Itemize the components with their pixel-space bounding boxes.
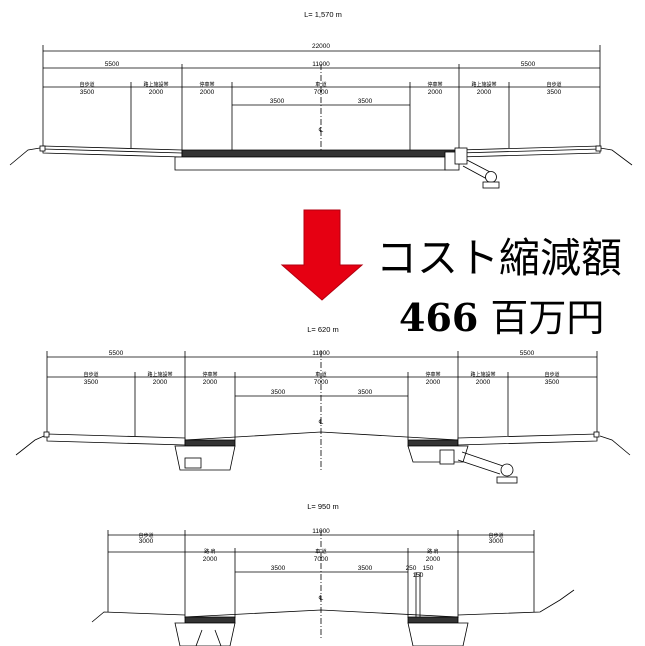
total-width-1: 22000 (312, 43, 330, 50)
label-2-2: 停車帯 (202, 371, 217, 378)
label-1-5: 路上施設帯 (471, 81, 496, 88)
value-1-4: 2000 (428, 89, 443, 96)
value-1-2: 2000 (200, 89, 215, 96)
label-1-1: 路上施設帯 (143, 81, 168, 88)
value-1-3: 7000 (314, 89, 329, 96)
value-2-4: 2000 (426, 379, 441, 386)
value-3-1: 2000 (203, 556, 218, 563)
label-1-0: 自歩道 (79, 81, 94, 88)
extra-dim-3: 150 (413, 572, 424, 579)
side-right-1: 5500 (521, 61, 536, 68)
cost-reduction-title: コスト縮減額 (376, 234, 622, 282)
lane-3-right: 3500 (358, 565, 373, 572)
reduction-arrow (280, 209, 364, 301)
value-3-2: 7000 (314, 556, 329, 563)
label-3-1: 路 肩 (204, 548, 215, 555)
extra-dim-2: 150 (423, 565, 434, 572)
label-1-4: 停車帯 (427, 81, 442, 88)
cost-reduction-value: 466 百万円 (399, 287, 604, 342)
label-1-6: 自歩道 (546, 81, 561, 88)
value-1-0: 3500 (80, 89, 95, 96)
value-2-6: 3500 (545, 379, 560, 386)
value-3-3: 2000 (426, 556, 441, 563)
lane-1-left: 3500 (270, 98, 285, 105)
value-2-5: 2000 (476, 379, 491, 386)
side-right-2: 5500 (520, 350, 535, 357)
label-3-3: 路 肩 (427, 548, 438, 555)
label-2-0: 自歩道 (83, 371, 98, 378)
side-left-1: 5500 (105, 61, 120, 68)
label-2-6: 自歩道 (544, 371, 559, 378)
span-label-1: L= 1,570 m (304, 10, 342, 19)
value-3-4: 3000 (489, 538, 504, 545)
label-2-4: 停車帯 (425, 371, 440, 378)
lane-2-left: 3500 (271, 389, 286, 396)
value-1-6: 3500 (547, 89, 562, 96)
label-1-2: 停車帯 (199, 81, 214, 88)
value-2-2: 2000 (203, 379, 218, 386)
centerline-2: ℄ (319, 419, 324, 426)
value-1-1: 2000 (149, 89, 164, 96)
span-label-3: L= 950 m (307, 502, 338, 511)
label-3-2: 車 道 (315, 548, 326, 555)
span-label-2: L= 620 m (307, 325, 338, 334)
section-1: L= 1,570 m 22000 5500 11000 5500 自歩道 350… (9, 10, 633, 189)
label-2-1: 路上施設帯 (147, 371, 172, 378)
label-2-3: 車 道 (315, 371, 326, 378)
cost-amount: 466 (399, 295, 479, 340)
lane-2-right: 3500 (358, 389, 373, 396)
label-1-3: 車 道 (315, 81, 326, 88)
section-2: L= 620 m 5500 11000 5500 自歩道 3500 路上施設帯 … (15, 325, 631, 484)
centerline-1: ℄ (319, 127, 324, 134)
label-3-4: 自歩道 (488, 532, 503, 539)
centerline-3: ℄ (319, 595, 324, 602)
lane-3-left: 3500 (271, 565, 286, 572)
value-1-5: 2000 (477, 89, 492, 96)
label-2-5: 路上施設帯 (470, 371, 495, 378)
side-left-2: 5500 (109, 350, 124, 357)
value-2-3: 7000 (314, 379, 329, 386)
cost-unit: 百万円 (490, 296, 605, 340)
label-3-0: 自歩道 (138, 532, 153, 539)
value-3-0: 3000 (139, 538, 154, 545)
value-2-0: 3500 (84, 379, 99, 386)
lane-1-right: 3500 (358, 98, 373, 105)
value-2-1: 2000 (153, 379, 168, 386)
section-3: L= 950 m 11000 自歩道 3000 路 肩 2000 車 道 700… (91, 502, 575, 646)
extra-dim-1: 250 (406, 565, 417, 572)
